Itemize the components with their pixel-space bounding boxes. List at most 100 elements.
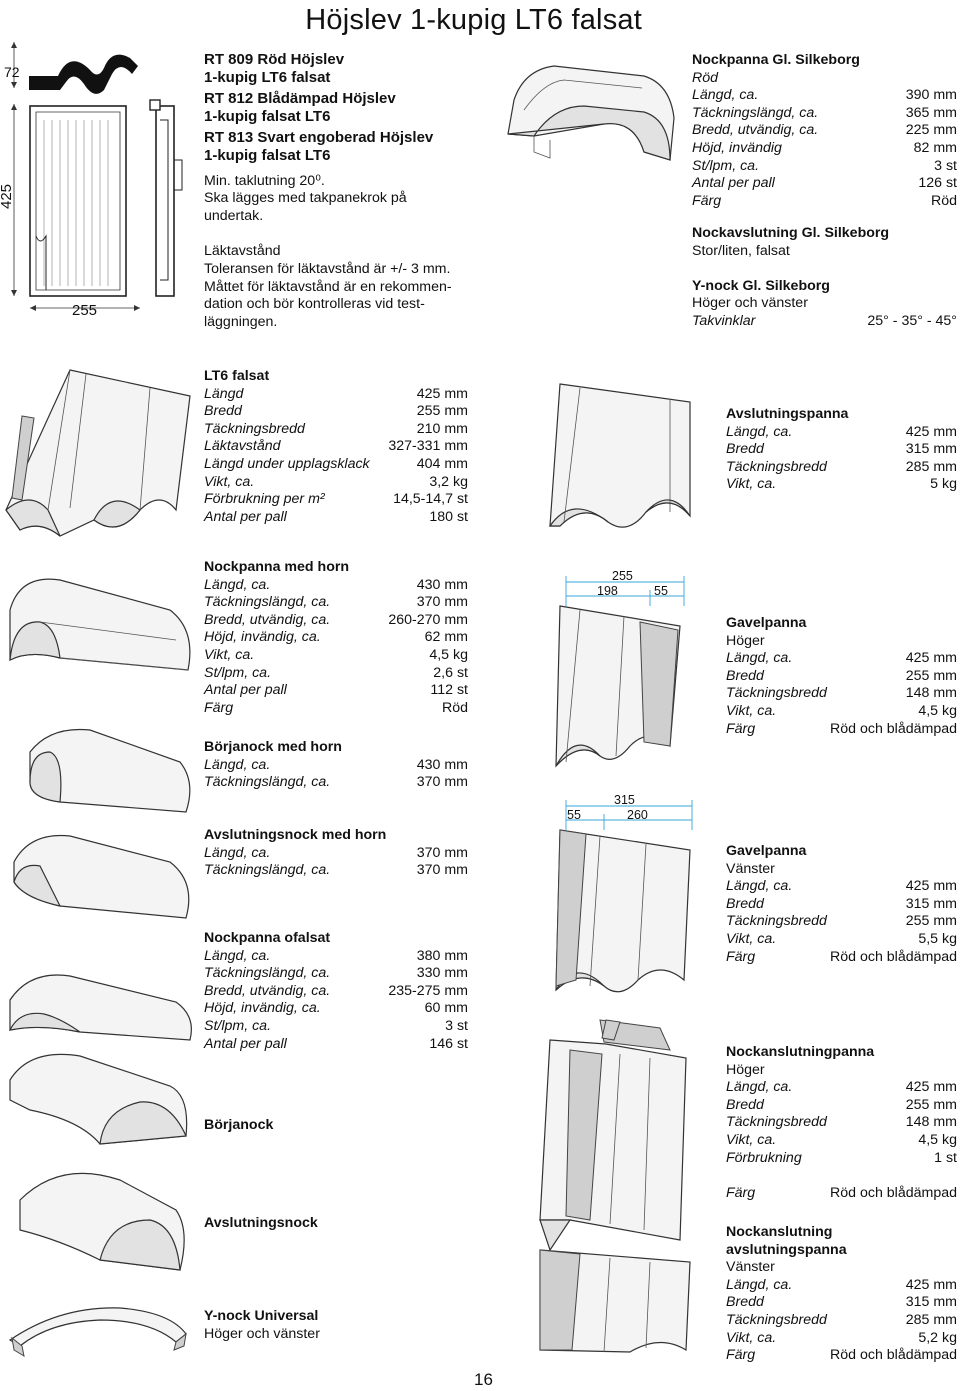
- spec-value: Röd: [441, 699, 468, 716]
- spec-key: Längd, ca.: [726, 650, 793, 667]
- spec-value: 425 mm: [905, 650, 957, 667]
- ynock-universal-specs: Y-nock Universal Höger och vänster: [204, 1308, 320, 1343]
- spec-key: Bredd: [726, 1294, 764, 1311]
- spec-value: 404 mm: [416, 455, 468, 472]
- gavelpanna-hoger-specs: Gavelpanna Höger Längd, ca. 425 mm Bredd 2…: [726, 615, 957, 738]
- nockanslutningpanna-specs: Nockanslutningpanna Höger Längd, ca.425 …: [726, 1044, 957, 1202]
- borjanock-specs: Börjanock: [204, 1117, 273, 1135]
- dim-gavel-top-a: 198: [597, 584, 618, 598]
- spec-heading: Avslutningspanna: [726, 406, 849, 422]
- spec-key: Längd, ca.: [204, 756, 271, 773]
- spec-value: 285 mm: [905, 458, 957, 475]
- spec-value: 4,5 kg: [918, 702, 957, 719]
- spec-value: 5,5 kg: [918, 930, 957, 947]
- spec-key: Längd, ca.: [726, 878, 793, 895]
- spec-heading: Nockpanna med horn: [204, 559, 350, 575]
- spec-sub: Stor/liten, falsat: [692, 242, 790, 259]
- intro-line: 1-kupig falsat LT6: [204, 146, 331, 164]
- intro-line: RT 809 Röd Höjslev: [204, 51, 345, 68]
- spec-value: Röd och blådämpad: [830, 948, 957, 965]
- lakt-line: Toleransen för läktavstånd är +/- 3 mm.: [204, 260, 451, 277]
- spec-key: Bredd, utvändig, ca.: [204, 611, 331, 628]
- spec-value: 370 mm: [416, 844, 468, 861]
- nockpanna-horn-specs: Nockpanna med horn Längd, ca.430 mm Täck…: [204, 559, 468, 717]
- spec-key: Vikt, ca.: [726, 930, 777, 947]
- spec-value: 3,2 kg: [429, 473, 468, 490]
- borjanock-horn-illustration: [29, 728, 191, 813]
- spec-key: Täckningslängd, ca.: [204, 965, 331, 982]
- spec-sub: Vänster: [726, 860, 775, 877]
- spec-key: Vikt, ca.: [204, 646, 255, 663]
- spec-value: 62 mm: [424, 629, 468, 646]
- spec-value: 425 mm: [905, 423, 957, 440]
- spec-value: 365 mm: [905, 104, 957, 121]
- spec-heading: Nockpanna ofalsat: [204, 930, 331, 946]
- spec-value: 370 mm: [416, 862, 468, 879]
- spec-value: 148 mm: [905, 1114, 957, 1131]
- spec-key: Vikt, ca.: [726, 702, 777, 719]
- intro-line: 1-kupig LT6 falsat: [204, 68, 331, 86]
- spec-key: Längd, ca.: [726, 1079, 793, 1096]
- spec-key: Längd, ca.: [204, 576, 271, 593]
- spec-value: 370 mm: [416, 594, 468, 611]
- spec-key: Antal per pall: [204, 682, 287, 699]
- spec-value: 330 mm: [416, 965, 468, 982]
- spec-value: 255 mm: [905, 667, 957, 684]
- spec-value: 2,6 st: [433, 664, 468, 681]
- spec-key: Täckningsbredd: [726, 458, 827, 475]
- spec-value: 285 mm: [905, 1311, 957, 1328]
- spec-value: 25° - 35° - 45°: [867, 312, 957, 329]
- nockpanna-ofalsat-illustration: [8, 974, 192, 1041]
- spec-sub: Höger: [726, 632, 765, 649]
- spec-value: 225 mm: [905, 122, 957, 139]
- spec-key: Längd, ca.: [204, 844, 271, 861]
- spec-key: Vikt, ca.: [726, 1329, 777, 1346]
- dim-72: 72: [4, 64, 20, 80]
- spec-value: 255 mm: [905, 913, 957, 930]
- spec-key: Färg: [204, 699, 234, 716]
- spec-sub: Röd: [692, 69, 719, 86]
- spec-key: Antal per pall: [204, 1035, 287, 1052]
- spec-key: Förbrukning: [726, 1149, 802, 1166]
- spec-key: Bredd: [726, 667, 764, 684]
- ynock-universal-illustration: [8, 1307, 187, 1358]
- spec-key: Bredd: [726, 895, 764, 912]
- spec-key: St/lpm, ca.: [204, 1017, 272, 1034]
- spec-heading: Avslutningsnock: [204, 1215, 318, 1231]
- spec-value: 260-270 mm: [388, 611, 468, 628]
- lakt-line: Måttet för läktavstånd är en rekommen-: [204, 278, 452, 295]
- spec-key: Bredd, utvändig, ca.: [204, 982, 331, 999]
- spec-key: Vikt, ca.: [726, 1131, 777, 1148]
- dim-gavel-top-b: 55: [654, 584, 668, 598]
- spec-heading: Nockanslutningpanna: [726, 1044, 875, 1060]
- spec-value: 3 st: [445, 1017, 468, 1034]
- spec-value: 146 st: [429, 1035, 468, 1052]
- page-title: Höjslev 1-kupig LT6 falsat: [305, 4, 642, 36]
- spec-heading: Gavelpanna: [726, 615, 807, 631]
- spec-heading: avslutningspanna: [726, 1241, 847, 1258]
- dim-gavel-bottom-b: 260: [627, 808, 648, 822]
- spec-value: 315 mm: [905, 441, 957, 458]
- spec-key: Täckningsbredd: [726, 913, 827, 930]
- borjanock-illustration: [9, 1053, 188, 1145]
- lakt-line: dation och bör kontrolleras vid test-: [204, 296, 425, 313]
- avslutningsnock-horn-illustration: [13, 834, 190, 919]
- spec-heading: Y-nock Gl. Silkeborg: [692, 277, 830, 294]
- spec-key: Förbrukning per m²: [204, 491, 325, 508]
- gavelpanna-hoger-illustration: [555, 576, 685, 768]
- spec-value: 425 mm: [905, 1079, 957, 1096]
- spec-heading: Nockavslutning Gl. Silkeborg: [692, 225, 890, 242]
- spec-value: 327-331 mm: [388, 438, 468, 455]
- spec-key: Längd: [204, 385, 244, 402]
- spec-value: 148 mm: [905, 685, 957, 702]
- dim-gavel-top-total: 255: [612, 569, 633, 583]
- spec-value: Röd och blådämpad: [830, 720, 957, 737]
- spec-heading: Nockpanna Gl. Silkeborg: [692, 52, 860, 68]
- spec-key: Färg: [692, 192, 722, 209]
- spec-value: Röd: [930, 192, 957, 209]
- spec-key: Höjd, invändig: [692, 139, 782, 156]
- spec-value: 180 st: [429, 508, 468, 525]
- spec-sub: Höger och vänster: [204, 1325, 320, 1342]
- spec-value: 3 st: [934, 157, 957, 174]
